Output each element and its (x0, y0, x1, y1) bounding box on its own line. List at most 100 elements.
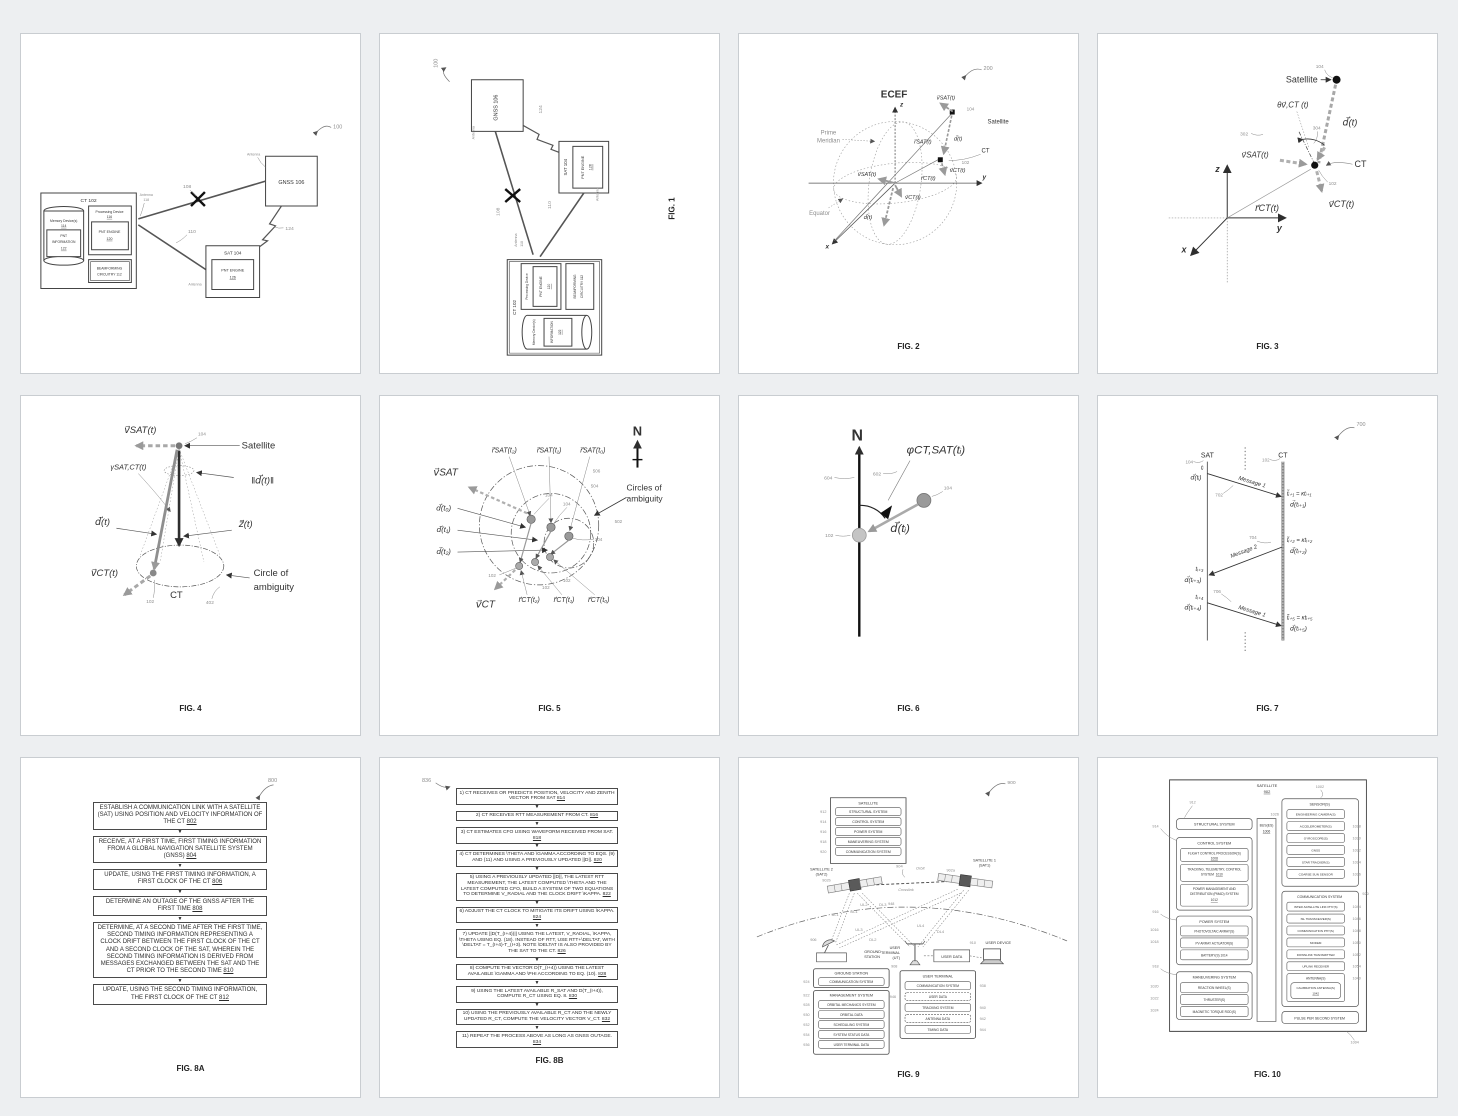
step-text: 5) USING A PREVIOUSLY UPDATED ||D||, THE… (460, 875, 614, 898)
ref-1026: 1026 (1271, 813, 1279, 817)
legend-row-ref: 914 (820, 820, 826, 824)
satellite-label: Satellite (242, 441, 276, 452)
antenna-label: Antenna (514, 233, 518, 246)
ground-station-label-1: GROUND (864, 950, 881, 954)
step-text: DETERMINE, AT A SECOND TIME AFTER THE FI… (97, 925, 263, 975)
fig10-caption: FIG. 10 (1254, 1070, 1281, 1079)
panel-fig8b[interactable]: 836 1) CT RECEIVES OR PREDICTS POSITION,… (379, 757, 720, 1098)
fig6-caption: FIG. 6 (897, 704, 920, 713)
legend-row-ref: 918 (820, 840, 826, 844)
ref-1046: 1046 (1352, 917, 1360, 921)
ref-1020: 1020 (1150, 985, 1158, 989)
mgmt-row-ref: 932 (803, 1023, 809, 1027)
step-ref: 804 (186, 853, 197, 860)
memory-ref: 114 (61, 224, 67, 228)
fig8b-flowchart: 1) CT RECEIVES OR PREDICTS POSITION, VEL… (456, 788, 618, 1048)
ref-1054: 1054 (1352, 965, 1360, 969)
step-text: UPDATE, USING THE FIRST TIMING INFORMATI… (104, 872, 256, 886)
power-row-label: BATTERY(S) 1014 (1201, 953, 1228, 957)
mgmt-row-label: SCHEDULING SYSTEM (833, 1023, 869, 1027)
ref-label: 900 (1007, 780, 1016, 786)
satellite-label: Satellite (988, 119, 1010, 125)
ref-800: 800 (268, 778, 278, 784)
step-ref: 816 (589, 813, 599, 819)
satellite-dot (527, 515, 535, 523)
ref-110: 110 (547, 201, 553, 209)
ref-706: 706 (1213, 589, 1221, 594)
panel-fig6[interactable]: N 604 602 φCT,SAT(tᵢ) 104 d⃗(tᵢ) 102 FIG… (738, 395, 1079, 736)
ut-row-ref: 940 (980, 1006, 986, 1010)
crosslink-label: Crosslink (898, 888, 915, 892)
ref-102: 102 (962, 160, 970, 165)
step-ref: 810 (223, 968, 234, 975)
mgmt-row-label: ORBITAL MECHANICS SYSTEM (827, 1003, 876, 1007)
link-sat-ct: 110 (540, 193, 584, 257)
flow-arrow-icon: ▼ (534, 900, 540, 907)
panel-fig2[interactable]: 200 ECEF z y x v⃗SAT(t) 104 Satellite r⃗… (738, 33, 1079, 374)
ref-104: 104 (563, 501, 571, 506)
panel-fig5[interactable]: N r⃗SAT(t₂) r⃗SAT(t₁) r⃗SAT(t₀) 506 504 … (379, 395, 720, 736)
sat-antenna-label: Antenna (188, 283, 201, 287)
ref-100: 100 (312, 124, 342, 136)
ct-antenna: Antenna 118 (140, 193, 153, 216)
panel-fig7[interactable]: 700 SAT 104 CT 102 tᵢ d⃗(tᵢ) Message 1 7… (1097, 395, 1438, 736)
v-sat-label: v⃗SAT(t) (936, 95, 955, 102)
panel-fig3[interactable]: 104 Satellite d⃗(t) θv⃗,CT (t) 302 304 v… (1097, 33, 1438, 374)
t-i-label: tᵢ (1201, 466, 1204, 472)
z-axis-label: z (1214, 164, 1220, 174)
ref-1016: 1016 (1150, 928, 1158, 932)
user-terminal-icon (905, 941, 925, 965)
satellite-title: SATELLITE (1257, 783, 1278, 788)
bus-box: BUS(ES) 1006 (1257, 819, 1276, 1022)
z-axis-label: z (899, 102, 904, 109)
antenna-ref: 118 (143, 198, 149, 202)
r-sat-t2-label: r⃗SAT(t₂) (492, 447, 517, 455)
mgmt-row-label: SYSTEM STATUS DATA (833, 1033, 870, 1037)
legend-row-label: MANEUVERING SYSTEM (848, 840, 889, 844)
ct-dot (532, 558, 539, 565)
panel-fig4[interactable]: v⃗SAT(t) 104 Satellite ‖d⃗(t)‖ γSAT,CT(t… (20, 395, 361, 736)
ct-title: CT 102 (80, 198, 96, 204)
sat-engine-ref: 126 (589, 164, 593, 170)
v-sat-label: v⃗SAT (433, 468, 458, 479)
panel-fig10[interactable]: SATELLITE 902 1002 912 STRUCTURAL SYSTEM… (1097, 757, 1438, 1098)
ref-104: 104 (545, 492, 553, 497)
ref-200: 200 (961, 66, 993, 81)
panel-fig1-rotated[interactable]: 100 GNSS 106 Antenna 124 SAT 104 PNT ENG… (379, 33, 720, 374)
panel-fig1-upright[interactable]: 100 GNSS 106 Antenna CT 102 Memory Devic… (20, 33, 361, 374)
pps-label: PULSE PER SECOND SYSTEM (1294, 1016, 1345, 1020)
user-terminal-box: USER TERMINAL COMMUNICATION SYSTEM 938 U… (890, 971, 986, 1039)
rf-links (830, 889, 968, 948)
flow-step: 2) CT RECEIVES RTT MEASUREMENT FROM CT. … (456, 810, 618, 822)
flow-step: UPDATE, USING THE FIRST TIMING INFORMATI… (93, 869, 267, 890)
pps-box (1282, 1012, 1359, 1024)
flow-step: 11) REPEAT THE PROCESS ABOVE AS LONG AS … (456, 1031, 618, 1048)
v-ct-label: v⃗CT(t) (91, 568, 118, 579)
circle-of-ambiguity-1: Circle of (254, 568, 289, 579)
ref-label: 200 (984, 66, 993, 72)
t-i2-label: t̃ᵢ₊₂ = κtᵢ₊₂ (1287, 537, 1313, 544)
ref-1042: 1042 (1312, 992, 1319, 996)
ref-102: 102 (542, 585, 550, 590)
user-terminal-label-3: (UT) (893, 956, 901, 960)
ref-108: 108 (495, 207, 501, 216)
step-text: 6) ADJUST THE CT CLOCK TO MITIGATE ITS D… (459, 909, 615, 915)
t-i4-label: tᵢ₊₄ (1195, 595, 1204, 601)
panel-fig9[interactable]: 900 SATELLITE STRUCTURAL SYSTEM 912 CONT… (738, 757, 1079, 1098)
control-system-box: CONTROL SYSTEM 914 FLIGHT CONTROL PROCES… (1152, 825, 1252, 911)
link-gnss-ct: 108 (495, 131, 533, 254)
ct-label: CT (170, 590, 183, 601)
mgmt-row-ref: 934 (803, 1033, 809, 1037)
panel-fig8a[interactable]: 800 ESTABLISH A COMMUNICATION LINK WITH … (20, 757, 361, 1098)
ground-station-box: GROUND STATION COMMUNICATION SYSTEM 924 (803, 969, 889, 988)
flow-arrow-icon: ▼ (534, 1024, 540, 1031)
d-origin-label: d⃗(t) (864, 213, 873, 221)
pnt-info-1: PNT (60, 234, 67, 238)
ref-1024: 1024 (1150, 1009, 1158, 1013)
sensor-row-label: ENGINEERING CAMERA(S) (1296, 813, 1336, 817)
crosslink-ref: 948 (888, 902, 894, 906)
ref-908: 908 (891, 965, 897, 969)
sat-box: SAT 104 PNT ENGINE 126 Antenna (188, 246, 259, 298)
ref-702: 702 (1215, 492, 1223, 497)
ref-1022: 1022 (1150, 997, 1158, 1001)
